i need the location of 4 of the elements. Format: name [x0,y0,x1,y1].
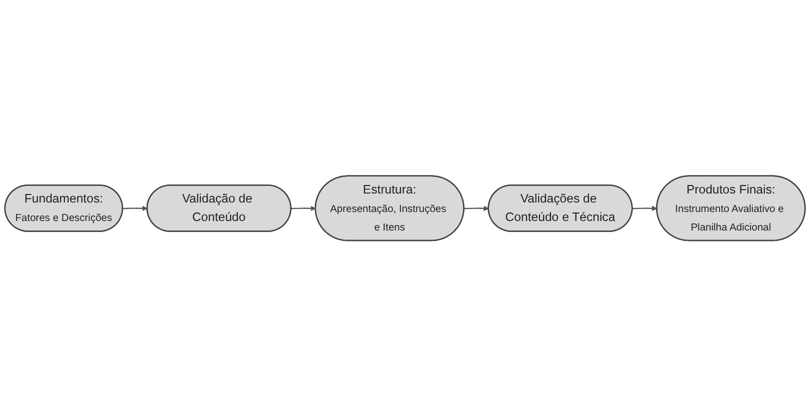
arrow [632,206,658,212]
arrow [464,206,489,212]
arrow [291,206,316,212]
arrow [122,206,148,212]
